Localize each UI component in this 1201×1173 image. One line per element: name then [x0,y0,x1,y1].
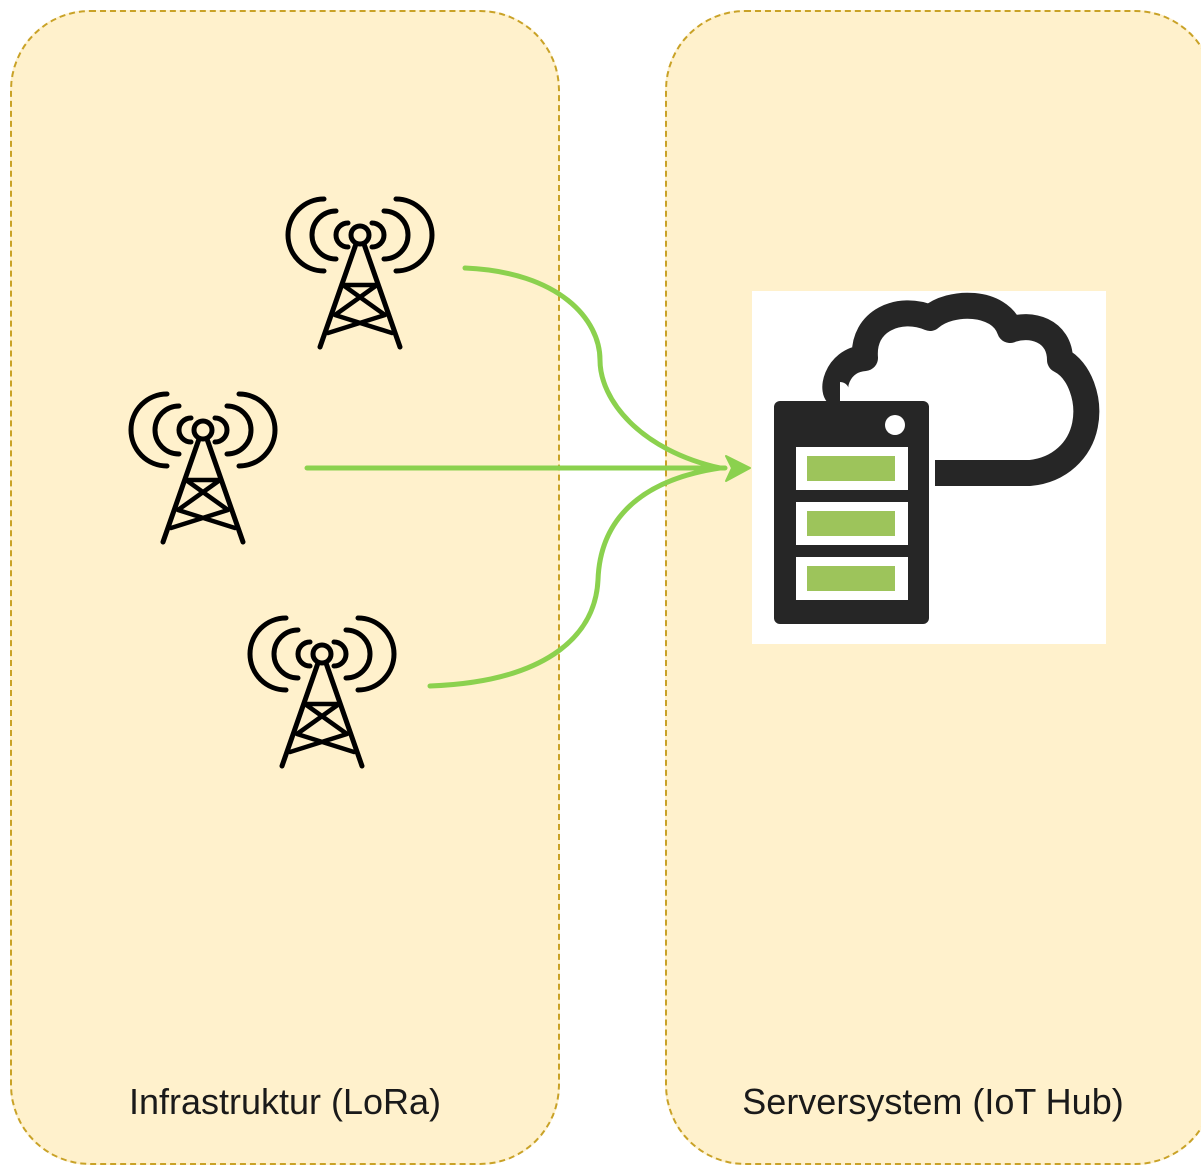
radio-tower-icon [250,618,394,766]
arrow-bottom [427,465,723,689]
server-system-label: Serversystem (IoT Hub) [742,1081,1124,1122]
radio-tower-icon [288,199,432,347]
arrow-top [462,265,723,471]
infrastructure-label: Infrastruktur (LoRa) [128,1081,442,1122]
infrastructure-panel: Infrastruktur (LoRa) [10,10,560,1165]
arrow-head [725,455,751,482]
radio-tower-icon [131,394,275,542]
server-cloud-icon [774,292,1100,624]
